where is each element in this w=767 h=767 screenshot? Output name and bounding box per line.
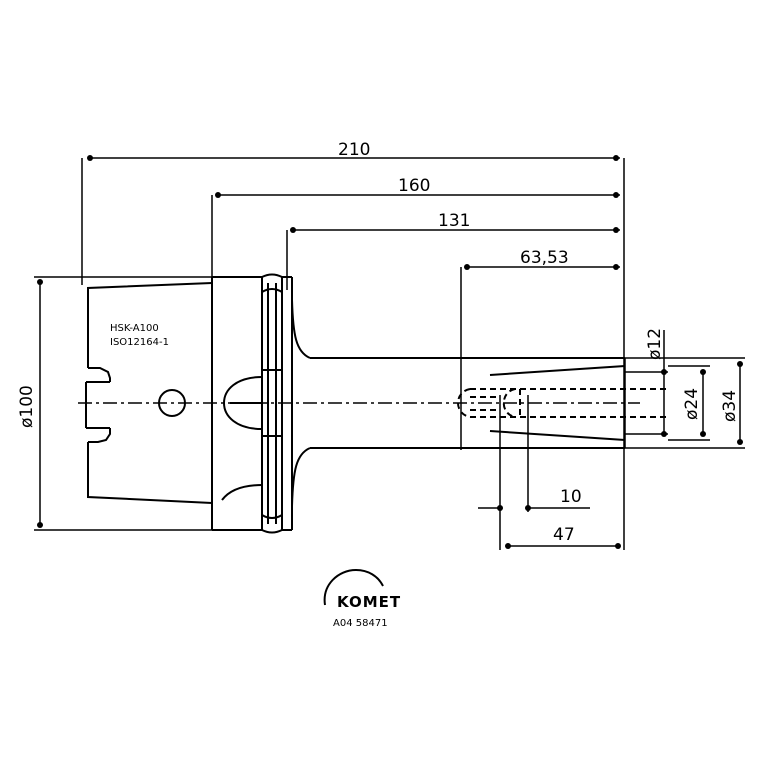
dimension-diameter-tip: ø24 [668,365,710,441]
dimension-overall-length: 210 [81,140,625,550]
dimension-diameter-flange: ø100 [17,276,212,531]
dim-d12-label: ø12 [645,328,665,360]
komet-logo: KOMET A04 58471 [323,568,401,629]
dim-210-label: 210 [338,140,370,160]
dimension-diameter-bore: ø12 [625,328,668,437]
dim-d34-label: ø34 [720,390,740,422]
dim-131-label: 131 [438,211,470,231]
dim-d24-label: ø24 [682,388,702,420]
logo-code: A04 58471 [333,618,388,629]
hsk-taper-shank: HSK-A100 ISO12164-1 [85,282,213,504]
dim-d100-label: ø100 [17,385,37,428]
dimension-taper-length: 63,53 [460,248,620,450]
logo-brand: KOMET [337,593,401,611]
dim-47-label: 47 [553,525,575,545]
dim-63-53-label: 63,53 [520,248,569,268]
dimension-bore-depth: 10 [478,395,590,550]
standard-label-line2: ISO12164-1 [110,337,169,348]
standard-label-line1: HSK-A100 [110,323,159,334]
logo-arc [323,568,384,606]
extension-shank [291,299,668,507]
dimension-tip-length: 47 [505,525,621,549]
dimension-diameter-body: ø34 [625,357,745,449]
dimension-flange-to-end: 160 [211,176,620,290]
dim-10-label: 10 [560,487,582,507]
dimension-shank-length: 131 [286,211,620,290]
dim-160-label: 160 [398,176,430,196]
